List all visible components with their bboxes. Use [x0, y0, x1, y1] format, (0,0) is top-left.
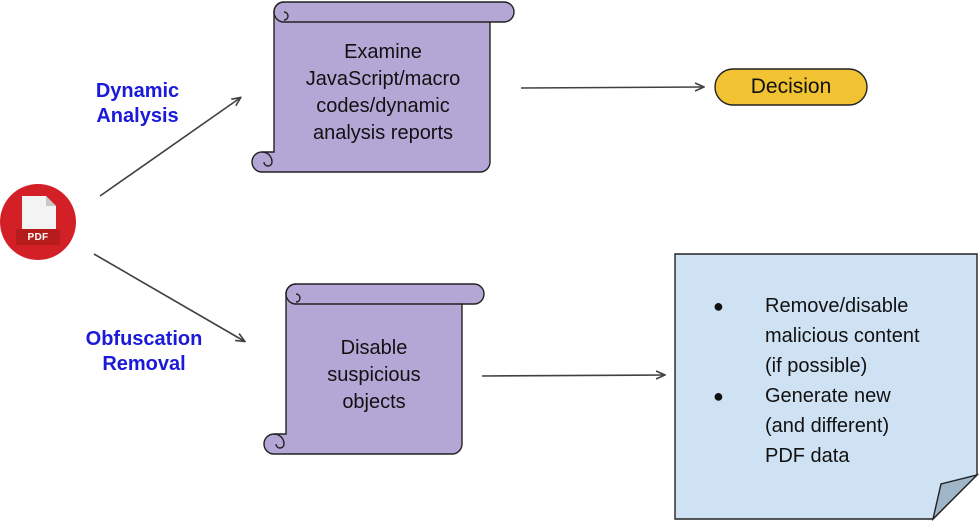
note-line: Remove/disable — [765, 295, 909, 317]
note-line: PDF data — [765, 445, 850, 467]
disable-line: Disable — [340, 337, 408, 359]
edge-label-line: Removal — [102, 353, 186, 375]
note-list-item: ● Generate new (and different) PDF data — [713, 381, 973, 471]
pdf-icon-label: PDF — [27, 232, 49, 243]
examine-scroll-shape — [251, 1, 515, 173]
decision-shape — [714, 68, 868, 106]
note-shape — [674, 253, 979, 521]
examine-line: analysis reports — [312, 122, 454, 144]
edge-label-line: Analysis — [96, 105, 179, 127]
edge-label-line: Obfuscation — [85, 328, 203, 350]
arrow-to-note — [481, 375, 664, 376]
arrow-to-disable — [93, 253, 244, 341]
disable-scroll-shape — [263, 283, 485, 455]
edge-label-dynamic-analysis: Dynamic Analysis — [70, 79, 205, 129]
pdf-file-icon — [0, 184, 76, 260]
note-line: (if possible) — [765, 355, 868, 377]
examine-line: Examine — [344, 41, 422, 63]
examine-box-text: Examine JavaScript/macro codes/dynamic a… — [276, 39, 490, 147]
bullet-icon: ● — [713, 386, 724, 406]
note-line: (and different) — [765, 415, 890, 437]
disable-box-text: Disable suspicious objects — [288, 335, 460, 416]
note-line: Generate new — [765, 385, 891, 407]
note-line: malicious content — [765, 325, 920, 347]
note-list-item: ● Remove/disable malicious content (if p… — [713, 291, 973, 381]
edge-label-obfuscation-removal: Obfuscation Removal — [62, 327, 226, 377]
arrow-to-decision — [520, 87, 703, 88]
edge-label-line: Dynamic — [95, 80, 180, 102]
bullet-icon: ● — [713, 296, 724, 316]
note-bullet-list: ● Remove/disable malicious content (if p… — [713, 291, 973, 471]
examine-line: JavaScript/macro — [305, 68, 461, 90]
examine-line: codes/dynamic — [316, 95, 450, 117]
decision-label: Decision — [750, 75, 832, 98]
disable-line: objects — [342, 391, 406, 413]
arrow-to-examine — [99, 98, 240, 197]
disable-line: suspicious — [327, 364, 421, 386]
